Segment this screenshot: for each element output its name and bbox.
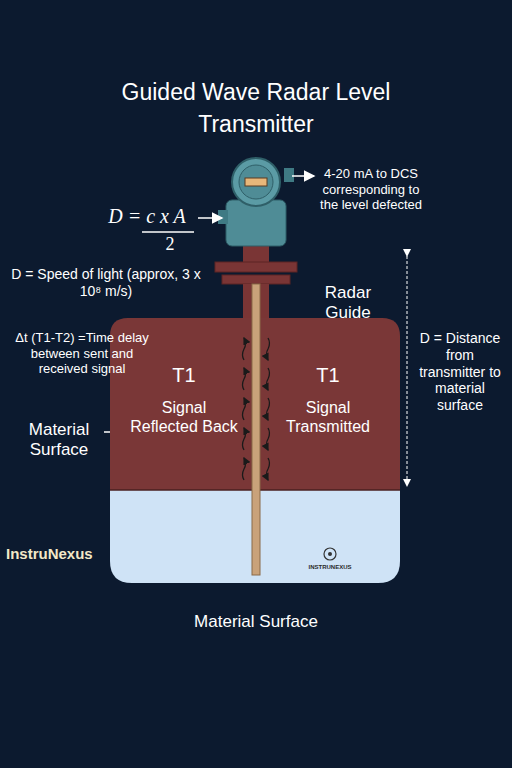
logo-mark: [324, 548, 336, 560]
dimension-note: D = Distance from transmitter to materia…: [413, 330, 507, 414]
logo-mark: [328, 552, 332, 556]
fraction-bar: [142, 231, 194, 233]
reflected-wave: [243, 458, 246, 480]
reflected-wave: [243, 398, 246, 420]
flange: [215, 262, 297, 272]
part-name: Radar Guide: [302, 283, 394, 324]
brand: InstruNexus: [6, 545, 106, 563]
flange: [222, 275, 290, 284]
signal-text: Signal Transmitted: [274, 398, 382, 436]
transmitted-wave: [267, 368, 270, 390]
transmitted-wave: [267, 428, 270, 450]
transmitter-nub: [284, 168, 294, 182]
watermark: INSTRUNEXUS: [288, 564, 372, 571]
note: D = Speed of light (approx, 3 x 10⁸ m/s): [8, 266, 204, 300]
transmitter-head: [232, 158, 280, 206]
transmitted-wave: [267, 458, 270, 480]
signal-text: Signal Reflected Back: [130, 398, 238, 436]
note: Δt (T1-T2) =Time delay between sent and …: [6, 330, 158, 377]
tank: T1Signal Reflected Back T1Signal Transmit…: [110, 318, 400, 583]
display-window: [245, 178, 267, 186]
transmitter-display: [239, 165, 273, 199]
time-marker: T1: [130, 363, 238, 387]
reflected-wave: [243, 338, 246, 360]
time-marker: T1: [274, 363, 382, 387]
output-note: 4-20 mA to DCS corresponding to the leve…: [316, 166, 426, 213]
transmitted-wave: [267, 338, 270, 360]
formula: D = c x A: [96, 204, 198, 228]
signal-arrow: [292, 175, 314, 177]
transmitted-wave: [267, 398, 270, 420]
part-name: Material Surface: [16, 420, 102, 461]
probe-rod: [252, 284, 260, 575]
formula-arrow: [198, 217, 222, 219]
part-name: Material Surface: [150, 612, 362, 632]
reflected-wave: [243, 428, 246, 450]
distance-arrow: [407, 256, 408, 486]
transmitter-nub: [218, 210, 228, 224]
formula-denominator: 2: [160, 234, 180, 256]
reflected-wave: [243, 368, 246, 390]
title: Guided Wave Radar Level Transmitter: [96, 76, 416, 140]
nozzle: [243, 244, 269, 264]
